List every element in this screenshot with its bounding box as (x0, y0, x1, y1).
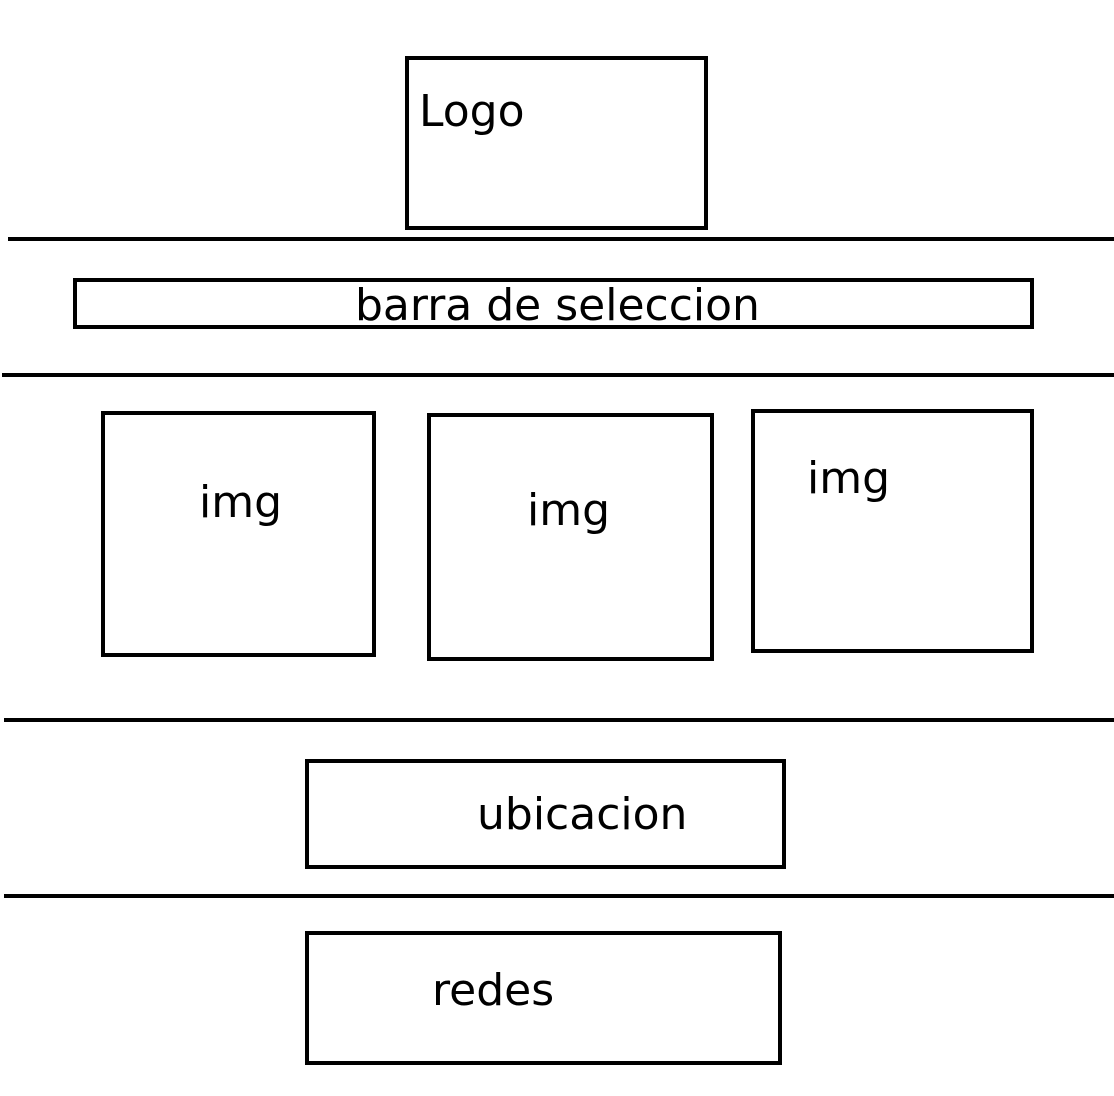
selection-bar[interactable]: barra de seleccion (73, 278, 1034, 329)
logo-label: Logo (419, 86, 525, 137)
location-box: ubicacion (305, 759, 786, 869)
gallery-image-label: img (807, 453, 891, 504)
nav-divider (2, 373, 1114, 377)
gallery-divider (4, 718, 1114, 722)
social-label: redes (432, 965, 555, 1016)
gallery-image-3: img (751, 409, 1034, 653)
location-divider (4, 894, 1114, 898)
selection-bar-label: barra de seleccion (355, 280, 760, 331)
gallery-image-1: img (101, 411, 376, 657)
gallery-image-2: img (427, 413, 714, 661)
header-divider (8, 237, 1114, 241)
gallery-image-label: img (527, 485, 611, 536)
social-box: redes (305, 931, 782, 1065)
location-label: ubicacion (477, 789, 688, 840)
logo-box: Logo (405, 56, 708, 230)
gallery-image-label: img (199, 477, 283, 528)
